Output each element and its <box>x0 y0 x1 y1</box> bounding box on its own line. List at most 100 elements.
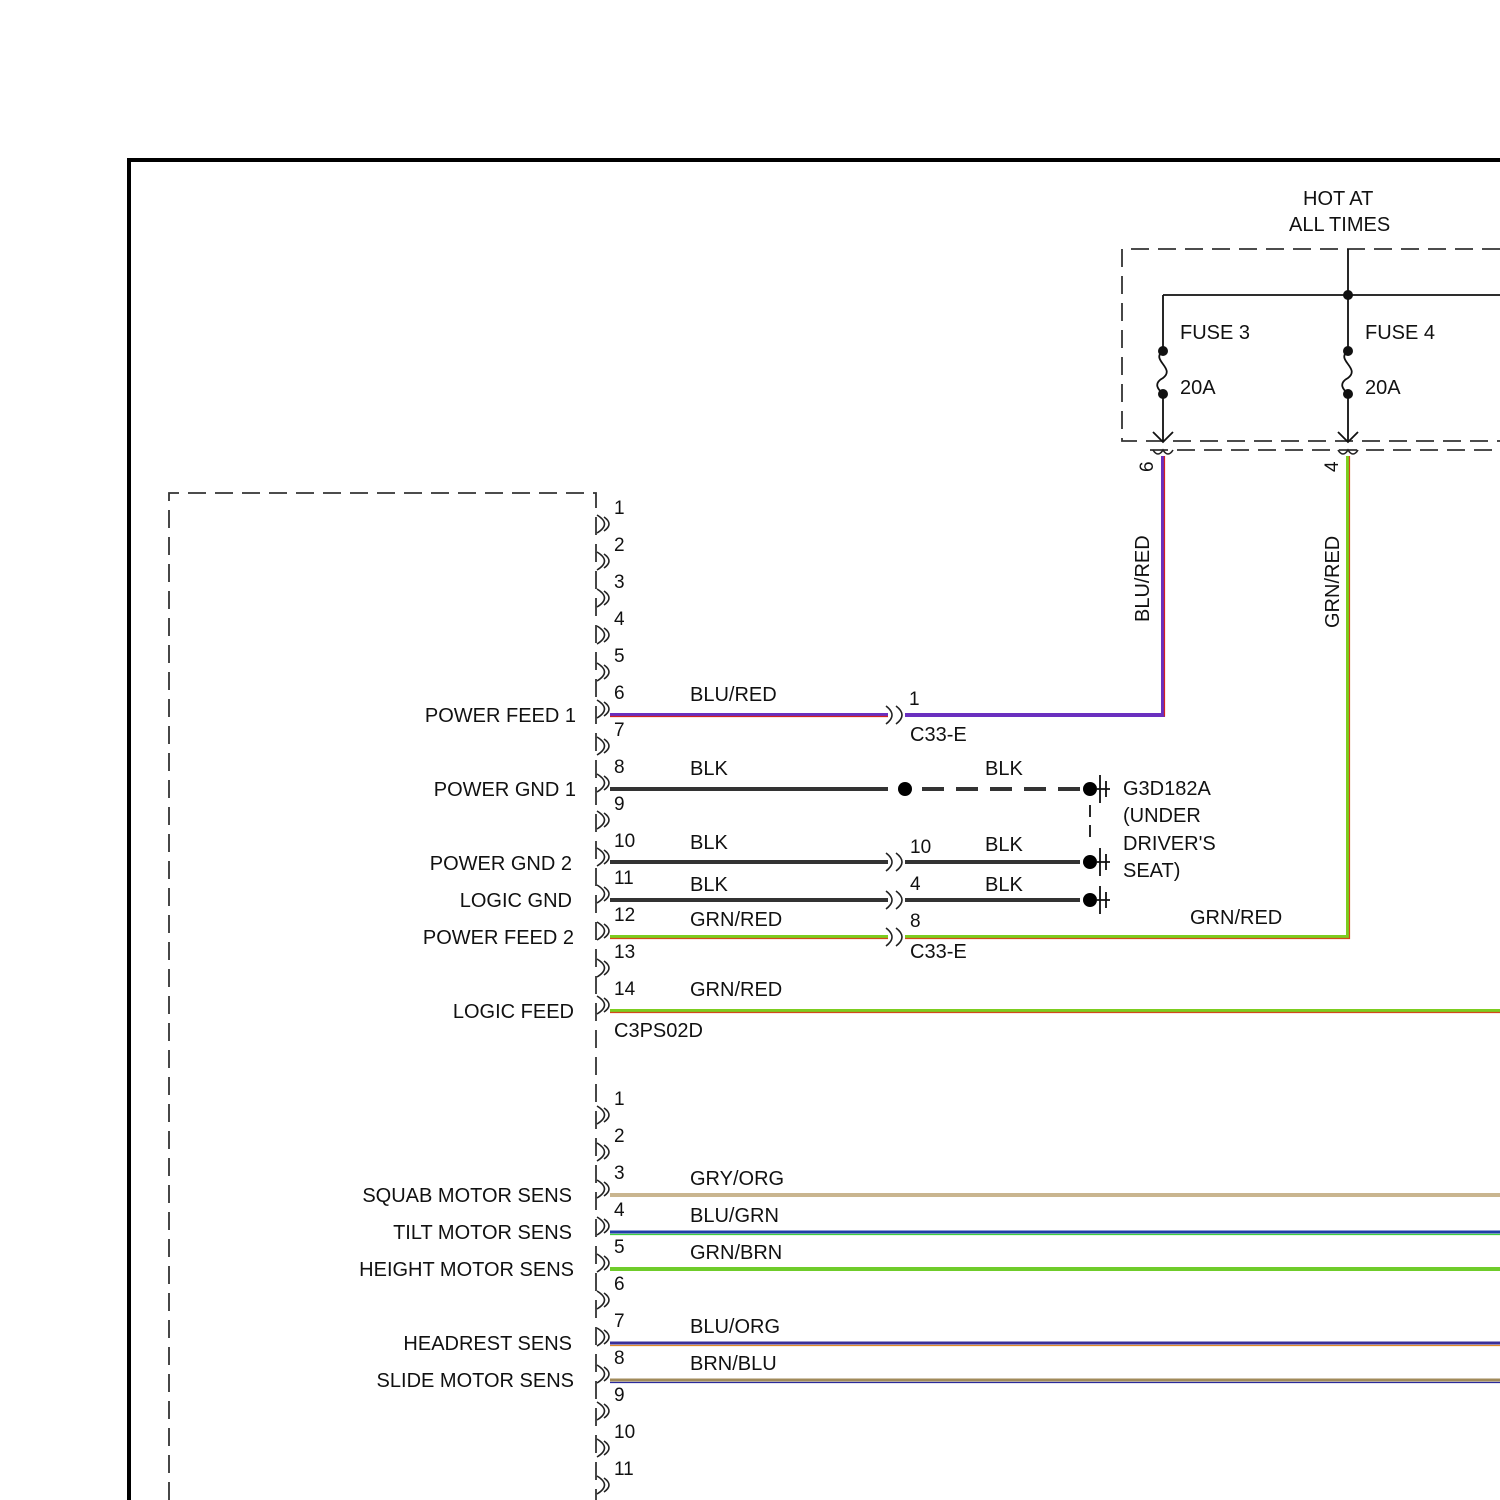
circuit-label-power-feed-2: POWER FEED 2 <box>423 927 574 949</box>
fuse-box-outline <box>1122 249 1500 441</box>
wire-label-power-feed-2: GRN/RED <box>690 909 782 931</box>
sensor-wire-label-slide: BRN/BLU <box>690 1353 777 1375</box>
sensor-connector-pin-number: 9 <box>614 1385 625 1406</box>
c3ps02d-pin-number: 3 <box>614 572 625 593</box>
sensor-wire-slide <box>610 1380 1500 1383</box>
c33e-pin-power-gnd-2: 10 <box>910 837 931 858</box>
sensor-connector-pin-mark <box>597 1254 609 1272</box>
sensor-connector-pin-number: 8 <box>614 1348 625 1369</box>
c33e-pin-logic-gnd: 4 <box>910 874 921 895</box>
circuit-label-logic-feed: LOGIC FEED <box>453 1001 574 1023</box>
c3ps02d-pin-number: 12 <box>614 905 635 926</box>
fuse-3-name: FUSE 3 <box>1180 322 1250 344</box>
sensor-wire-label-height: GRN/BRN <box>690 1242 782 1264</box>
sensor-connector-pin-mark <box>597 1291 609 1309</box>
sensor-connector-pin-mark <box>597 1217 609 1235</box>
circuit-label-power-gnd-2: POWER GND 2 <box>430 853 572 875</box>
sensor-label-height: HEIGHT MOTOR SENS <box>359 1259 574 1281</box>
ground-label-line1: G3D182A <box>1123 778 1211 800</box>
c3ps02d-pin-mark <box>597 589 609 607</box>
fuse-3 <box>1153 346 1173 454</box>
circuit-label-power-gnd-1: POWER GND 1 <box>434 779 576 801</box>
c3ps02d-pin-number: 5 <box>614 646 625 667</box>
c3ps02d-pin-number: 4 <box>614 609 625 630</box>
sensor-connector-pin-number: 2 <box>614 1126 625 1147</box>
sensor-wire-label-squab: GRY/ORG <box>690 1168 784 1190</box>
wire-power-feed-1 <box>610 715 888 717</box>
sensor-wire-label-tilt: BLU/GRN <box>690 1205 779 1227</box>
c3ps02d-pin-mark <box>597 700 609 718</box>
wire-label-power-feed-2-right: GRN/RED <box>1190 907 1282 929</box>
c3ps02d-pin-mark <box>597 885 609 903</box>
sensor-connector-pin-number: 7 <box>614 1311 625 1332</box>
ground-label-line2: (UNDER <box>1123 805 1201 827</box>
sensor-connector-pin-number: 1 <box>614 1089 625 1110</box>
wire-label-power-feed-1: BLU/RED <box>690 684 777 706</box>
c3ps02d-pin-mark <box>597 552 609 570</box>
c3ps02d-pin-mark <box>597 774 609 792</box>
connector-name-c33e-top: C33-E <box>910 724 967 746</box>
c33e-pin-power-feed-1: 1 <box>909 689 920 710</box>
bus-junction-dot <box>1343 290 1353 300</box>
wire-power-gnd-1 <box>610 782 1097 796</box>
c3ps02d-pin-number: 9 <box>614 794 625 815</box>
c3ps02d-pin-number: 1 <box>614 498 625 519</box>
sensor-connector-pin-number: 3 <box>614 1163 625 1184</box>
sensor-connector-pin-number: 10 <box>614 1422 635 1443</box>
c33e-pin-power-feed-2: 8 <box>910 911 921 932</box>
diagram-frame <box>129 160 1500 1500</box>
sensor-wire-label-headrest: BLU/ORG <box>690 1316 780 1338</box>
fuse-3-rating: 20A <box>1180 377 1216 399</box>
wire-label-power-gnd-2: BLK <box>690 832 728 854</box>
wire-label-logic-gnd: BLK <box>690 874 728 896</box>
fuse-4 <box>1338 346 1358 454</box>
c3ps02d-pin-number: 10 <box>614 831 635 852</box>
c3ps02d-pin-mark <box>597 959 609 977</box>
circuit-label-logic-gnd: LOGIC GND <box>460 890 572 912</box>
ground-label-line3: DRIVER'S <box>1123 833 1216 855</box>
c3ps02d-pin-mark <box>597 922 609 940</box>
fuse-3-pin: 6 <box>1137 461 1158 472</box>
wire-label-logic-gnd-right: BLK <box>985 874 1023 896</box>
sensor-connector-pin-mark <box>597 1365 609 1383</box>
sensor-label-squab: SQUAB MOTOR SENS <box>362 1185 572 1207</box>
ground-symbol <box>1090 775 1110 914</box>
sensor-connector-pin-mark <box>597 1402 609 1420</box>
connector-name-c33e-bottom: C33-E <box>910 941 967 963</box>
c3ps02d-pin-mark <box>597 626 609 644</box>
sensor-wire-tilt <box>610 1232 1500 1235</box>
sensor-connector-pin-number: 11 <box>614 1459 634 1480</box>
wire-label-power-gnd-2-right: BLK <box>985 834 1023 856</box>
c3ps02d-pin-mark <box>597 996 609 1014</box>
connector-c33e-symbols <box>886 706 902 946</box>
sensor-connector-pin-mark <box>597 1143 609 1161</box>
wire-label-power-gnd-1: BLK <box>690 758 728 780</box>
fuse-box-header-line2: ALL TIMES <box>1289 214 1390 236</box>
sensor-connector-pin-number: 4 <box>614 1200 625 1221</box>
circuit-label-power-feed-1: POWER FEED 1 <box>425 705 576 727</box>
wire-power-gnd-2 <box>610 855 1097 869</box>
c3ps02d-pin-number: 11 <box>614 868 634 889</box>
sensor-connector-pin-number: 6 <box>614 1274 625 1295</box>
sensor-wire-headrest <box>610 1343 1500 1346</box>
connector-name-c3ps02d: C3PS02D <box>614 1020 703 1042</box>
sensor-connector-pin-number: 5 <box>614 1237 625 1258</box>
fuse-4-pin: 4 <box>1322 461 1343 472</box>
c3ps02d-pin-mark <box>597 848 609 866</box>
c3ps02d-pin-number: 8 <box>614 757 625 778</box>
sensor-label-tilt: TILT MOTOR SENS <box>393 1222 572 1244</box>
ground-label-line4: SEAT) <box>1123 860 1180 882</box>
fuse-4-name: FUSE 4 <box>1365 322 1435 344</box>
vertical-wire-label-grn-red: GRN/RED <box>1322 536 1344 628</box>
wire-logic-feed <box>610 1011 1500 1013</box>
wire-label-power-gnd-1-right: BLK <box>985 758 1023 780</box>
vertical-wire-label-blu-red: BLU/RED <box>1132 535 1154 622</box>
c3ps02d-pin-number: 2 <box>614 535 625 556</box>
c3ps02d-pin-mark <box>597 737 609 755</box>
c3ps02d-pin-number: 6 <box>614 683 625 704</box>
vertical-wire-blu-red <box>905 456 1165 717</box>
sensor-label-slide: SLIDE MOTOR SENS <box>377 1370 574 1392</box>
c3ps02d-pin-number: 7 <box>614 720 625 741</box>
c3ps02d-pin-mark <box>597 515 609 533</box>
